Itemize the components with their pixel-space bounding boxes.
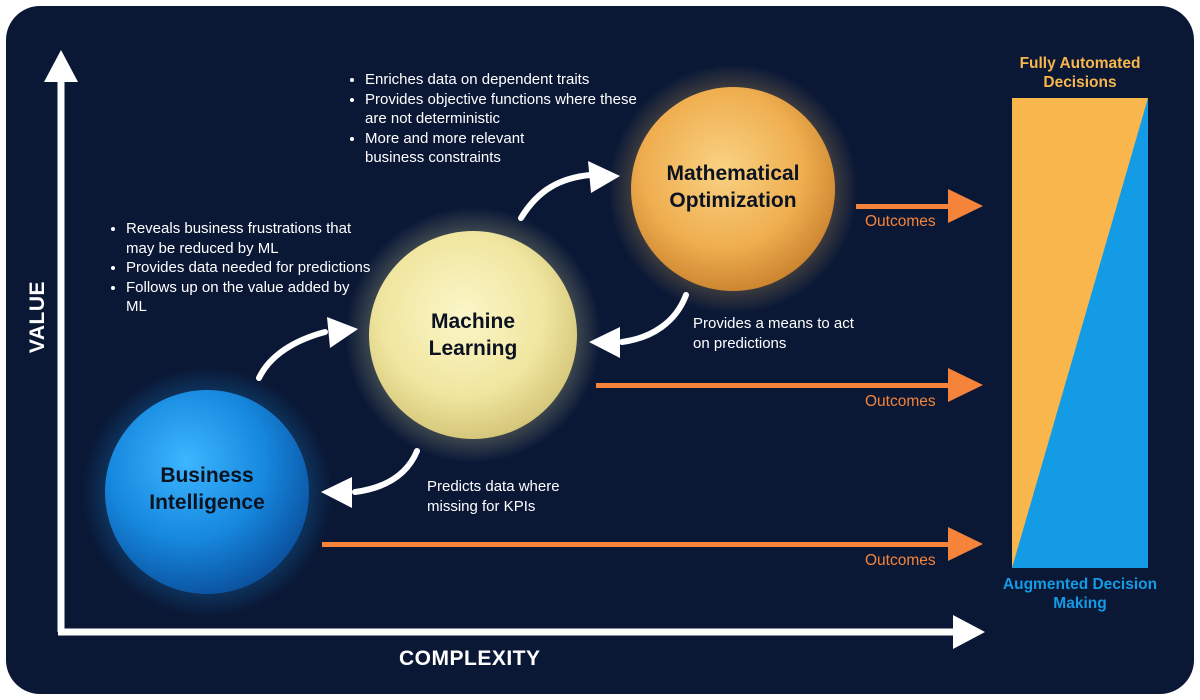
mo-to-ml-note: Provides a means to act on predictions <box>693 315 854 352</box>
mathematical-optimization-line2: Optimization <box>669 189 797 212</box>
mathematical-optimization-label: Mathematical Optimization <box>623 160 843 214</box>
mo-to-ml-arrow-shaft <box>619 292 689 345</box>
ml-note-item: More and more relevant business constrai… <box>365 129 565 168</box>
business-intelligence-line1: Business <box>160 464 254 487</box>
ml-to-mo-arrow-shaft <box>518 172 593 221</box>
ml-to-mo-arrowhead <box>588 161 620 193</box>
x-axis-label: COMPLEXITY <box>399 647 541 670</box>
automation-bar-yellow <box>1012 98 1148 568</box>
y-axis-label: VALUE <box>26 280 49 354</box>
bi-outcome-arrow-shaft <box>322 542 952 547</box>
business-intelligence-circle <box>105 390 309 594</box>
ml-outcomes-label: Outcomes <box>865 393 936 410</box>
bi-to-ml-notes: Reveals business frustrations that may b… <box>106 219 371 317</box>
business-intelligence-label: Business Intelligence <box>107 462 307 516</box>
mo-outcome-arrowhead <box>948 189 983 223</box>
ml-to-mo-notes: Enriches data on dependent traits Provid… <box>345 70 645 168</box>
ml-note-item: Enriches data on dependent traits <box>365 70 645 90</box>
x-axis-arrowhead <box>953 615 985 649</box>
bi-note-item: Follows up on the value added by ML <box>126 278 371 317</box>
augmented-decision-label: Augmented Decision Making <box>1002 576 1158 612</box>
mathematical-optimization-circle <box>631 87 835 291</box>
y-axis <box>44 50 78 632</box>
bi-outcomes-label: Outcomes <box>865 552 936 569</box>
ml-to-bi-arrow-shaft <box>352 448 420 495</box>
machine-learning-line2: Learning <box>428 337 518 360</box>
machine-learning-circle <box>369 231 577 439</box>
ml-outcome-arrow-shaft <box>596 383 952 388</box>
mo-outcomes-label: Outcomes <box>865 213 936 230</box>
mo-to-ml-arrowhead <box>589 327 620 358</box>
bi-note-item: Reveals business frustrations that may b… <box>126 219 371 258</box>
bi-note-item: Provides data needed for predictions <box>126 258 371 278</box>
ml-outcome-arrowhead <box>948 368 983 402</box>
ml-note-item: Provides objective functions where these… <box>365 90 645 129</box>
business-intelligence-line2: Intelligence <box>149 491 265 514</box>
y-axis-arrowhead <box>44 50 78 82</box>
x-axis <box>58 615 985 649</box>
machine-learning-line1: Machine <box>430 310 516 333</box>
machine-learning-label: Machine Learning <box>373 308 573 362</box>
ml-to-bi-arrowhead <box>321 477 352 508</box>
mathematical-optimization-line1: Mathematical <box>666 162 800 185</box>
mo-outcome-arrow-shaft <box>856 204 952 209</box>
bi-to-ml-arrowhead <box>327 317 358 348</box>
fully-automated-label: Fully Automated Decisions <box>1019 55 1141 91</box>
bi-outcome-arrowhead <box>948 527 983 561</box>
bi-to-ml-arrow-shaft <box>256 329 328 381</box>
ml-to-bi-note: Predicts data where missing for KPIs <box>427 478 560 515</box>
